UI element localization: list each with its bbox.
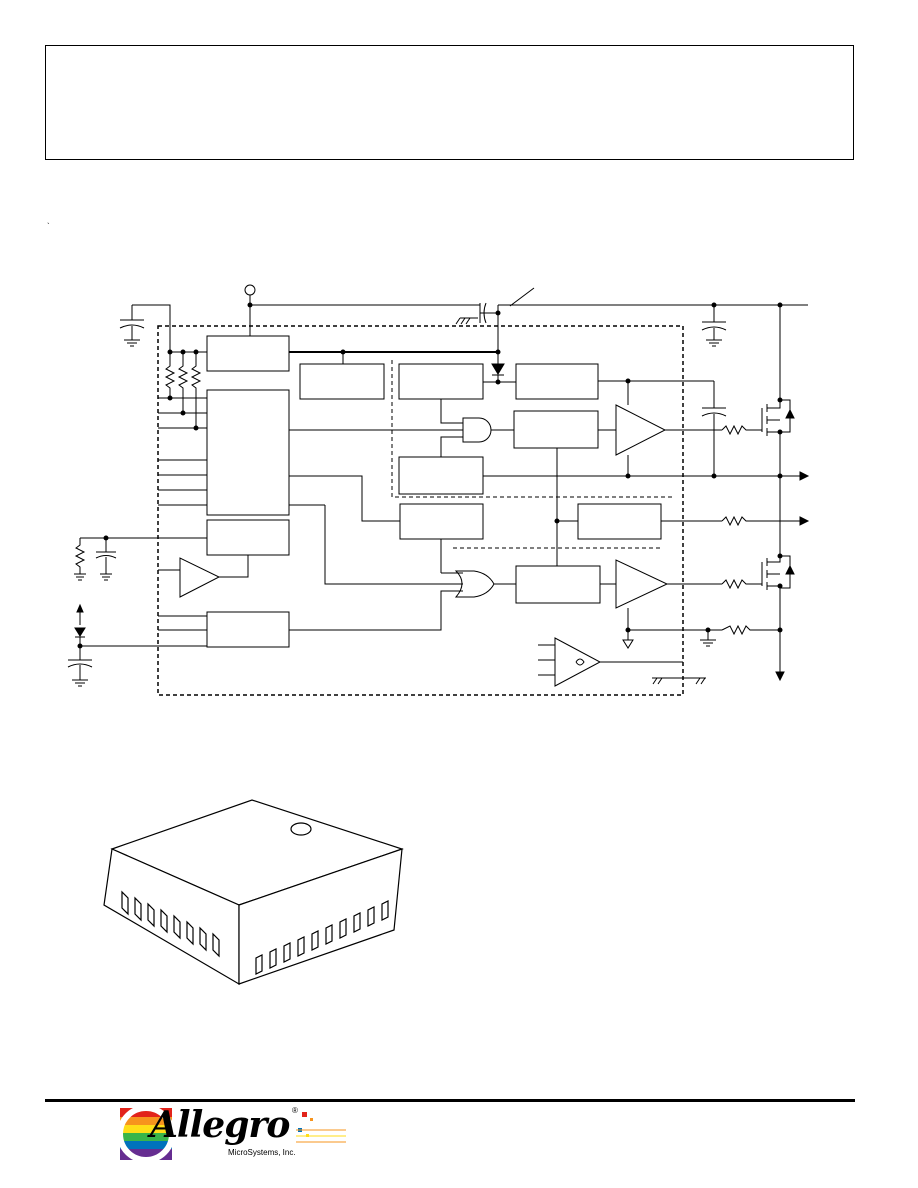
- pullup-resistor-2: [177, 352, 189, 413]
- dead-time-block: [399, 503, 484, 540]
- dashed-partition-upper: [391, 360, 675, 498]
- bootstrap-diode: [491, 363, 505, 375]
- sense-block: [206, 611, 290, 648]
- timer-block: [206, 519, 290, 556]
- pullup-resistor-1: [164, 352, 176, 398]
- or-gate: [454, 570, 495, 598]
- regulator-block: [206, 335, 290, 372]
- timing-resistor: [74, 538, 86, 574]
- logo-dots: [296, 1112, 346, 1143]
- low-sense-resistor: [721, 624, 780, 636]
- overcurrent-comparator: [554, 637, 602, 687]
- control-logic-block: [206, 389, 290, 516]
- undervoltage-block: [299, 363, 385, 400]
- high-side-driver: [615, 404, 667, 456]
- fault-block: [398, 456, 484, 495]
- supply-terminal: [244, 284, 256, 296]
- gate-resistor-low: [721, 578, 762, 590]
- logo-spectrum-icon: [117, 1105, 175, 1163]
- pin1-marker: [290, 822, 312, 836]
- sense-resistor: [721, 515, 800, 527]
- plcc-package-illustration: [103, 799, 404, 986]
- ic-boundary: [157, 325, 684, 696]
- stray-mark: `: [47, 222, 50, 231]
- logo-subtitle: MicroSystems, Inc.: [228, 1148, 296, 1157]
- pullup-resistor-3: [190, 352, 202, 428]
- input-buffer: [179, 557, 221, 598]
- logo-brand: Allegro: [150, 1104, 290, 1146]
- and-gate: [462, 417, 492, 443]
- footer-rule: [45, 1099, 855, 1102]
- allegro-logo: Allegro ® MicroSystems, Inc.: [116, 1104, 356, 1166]
- low-side-logic-block: [515, 565, 601, 604]
- logo-registered: ®: [292, 1106, 298, 1115]
- boot-cap-plate-b: [483, 302, 487, 324]
- level-shift-block: [513, 410, 599, 449]
- title-frame: [45, 45, 854, 160]
- gate-resistor-high: [721, 424, 762, 436]
- low-side-driver: [615, 559, 669, 609]
- level-shift-top-block: [515, 363, 599, 400]
- current-sense-block: [577, 503, 662, 540]
- high-side-input-block: [398, 363, 484, 400]
